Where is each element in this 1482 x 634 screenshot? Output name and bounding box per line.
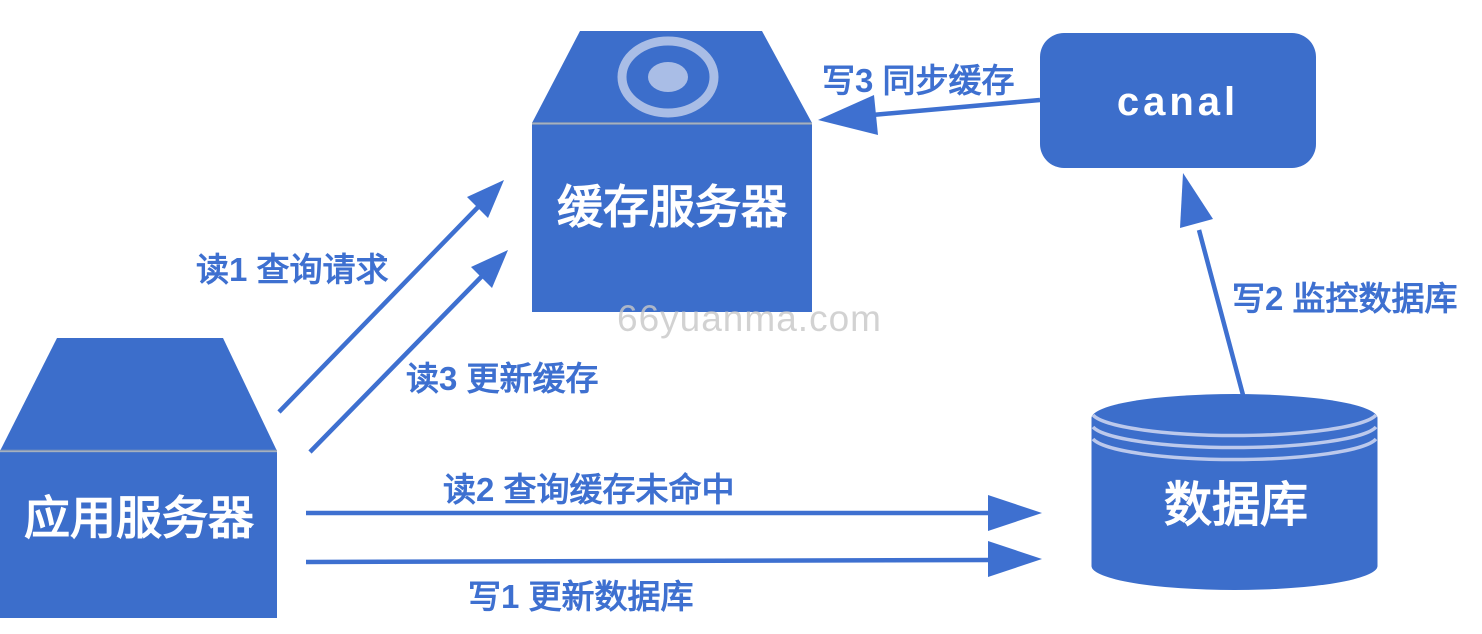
database-node: 数据库 bbox=[1091, 394, 1378, 590]
write1-label: 写1 更新数据库 bbox=[468, 578, 694, 615]
read1-arrow bbox=[277, 180, 504, 414]
write2-label: 写2 监控数据库 bbox=[1232, 280, 1458, 317]
read2-arrow bbox=[306, 495, 1042, 531]
read3-label: 读3 更新缓存 bbox=[406, 360, 599, 397]
app-server-node: 应用服务器 bbox=[0, 338, 277, 618]
canal-label: canal bbox=[1117, 80, 1239, 124]
cache-server-label: 缓存服务器 bbox=[557, 181, 788, 233]
disc-icon bbox=[617, 36, 719, 118]
read3-arrow bbox=[308, 250, 508, 454]
canal-node: canal bbox=[1040, 33, 1316, 168]
write3-arrow bbox=[818, 95, 1041, 135]
cache-server-body bbox=[532, 124, 812, 312]
write3-label: 写3 同步缓存 bbox=[822, 62, 1015, 99]
app-server-label: 应用服务器 bbox=[24, 492, 255, 544]
app-server-roof bbox=[0, 338, 277, 451]
canal-body bbox=[1040, 33, 1316, 168]
app-server-body bbox=[0, 452, 277, 618]
database-stripe-1 bbox=[1091, 413, 1378, 438]
write1-arrow bbox=[305, 541, 1042, 577]
read1-label: 读1 查询请求 bbox=[196, 251, 389, 288]
write2-arrow bbox=[1180, 173, 1246, 396]
database-label: 数据库 bbox=[1164, 479, 1308, 532]
database-stripe-3 bbox=[1091, 437, 1378, 462]
read2-label: 读2 查询缓存未命中 bbox=[443, 471, 735, 508]
watermark: 66yuanma.com bbox=[617, 298, 882, 339]
cache-server-node: 缓存服务器 bbox=[532, 31, 812, 312]
database-stripe-2 bbox=[1091, 425, 1378, 450]
